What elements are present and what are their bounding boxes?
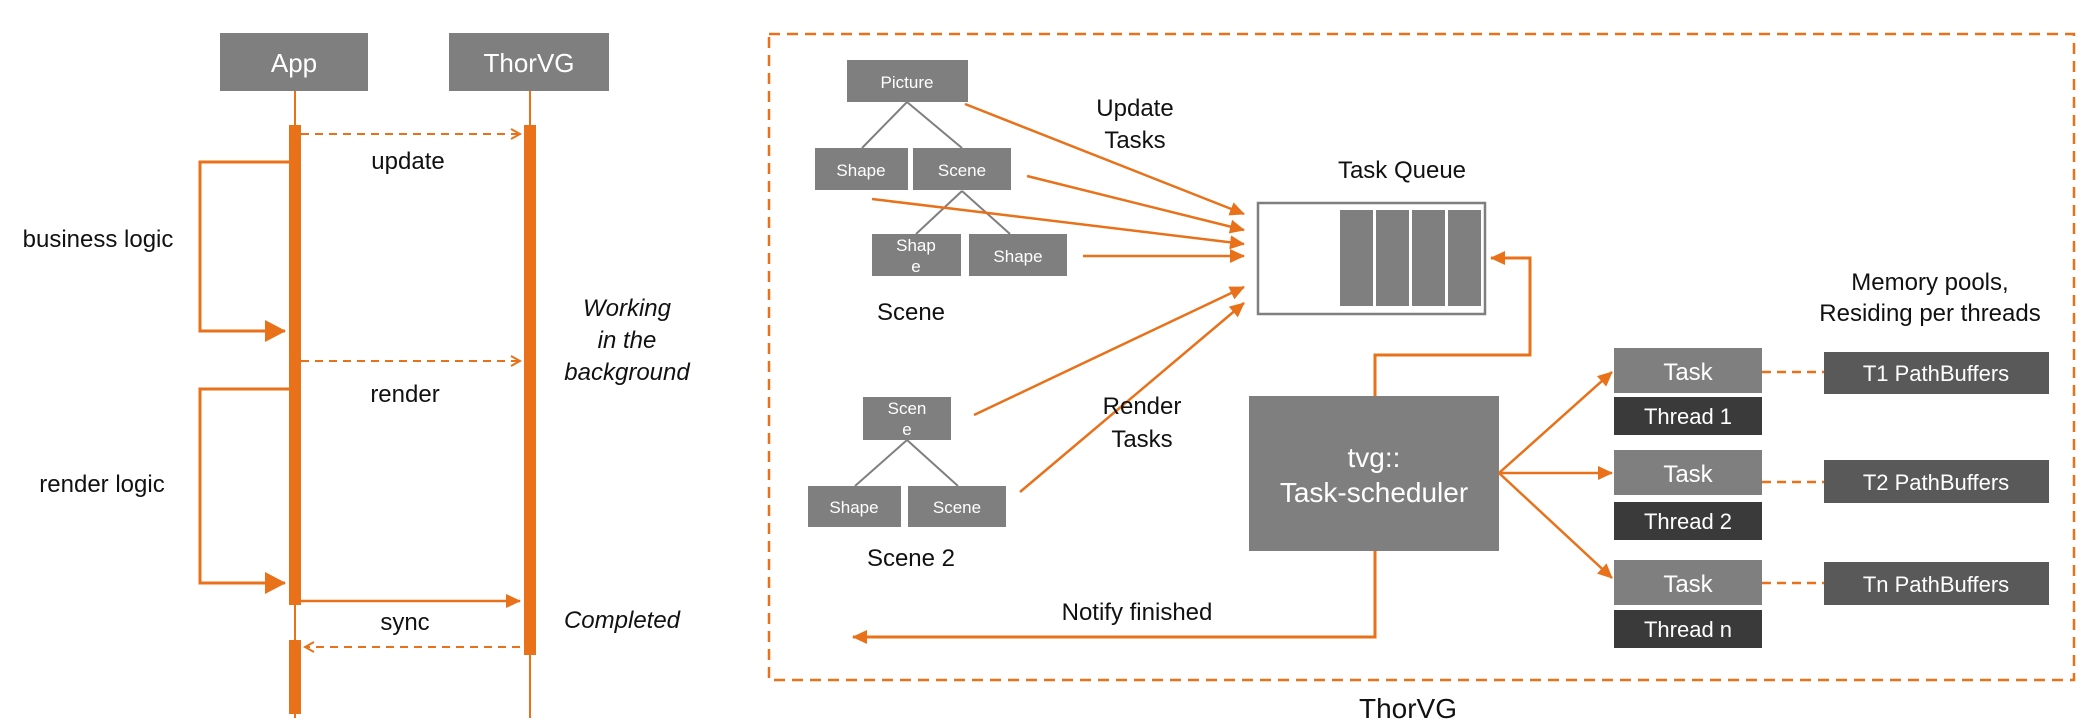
scene-tree-shape-2-label-line1: Shap: [896, 236, 936, 255]
scene-caption: Scene: [877, 299, 945, 326]
thorvg-boundary-label: ThorVG: [1359, 693, 1457, 724]
render-logic-loop: [198, 387, 289, 594]
scene-tree-shape-label: Shape: [836, 161, 885, 180]
task-scheduler-label-line1: tvg::: [1348, 442, 1401, 473]
worker-task-box: [1614, 450, 1762, 495]
app-participant-label: App: [271, 48, 317, 78]
worker-thread-label: Thread 2: [1644, 509, 1732, 534]
memory-pools-label-line1: Memory pools,: [1851, 269, 2008, 296]
scene-tree-picture-label: Picture: [881, 73, 934, 92]
render-tasks-label-line2: Tasks: [1111, 426, 1172, 453]
scene2-root-label-line1: Scen: [888, 399, 927, 418]
scene-tree-shape-node: [815, 148, 908, 190]
render-message-label: render: [370, 381, 439, 408]
thorvg-participant-box: [449, 33, 609, 91]
worker-task-label: Task: [1663, 359, 1713, 386]
scheduler-dispatch-arrows: [1498, 371, 1613, 579]
task-scheduler-box: [1249, 396, 1499, 551]
worker-n: Task Thread n Tn PathBuffers: [1614, 560, 2049, 648]
worker-1: Task Thread 1 T1 PathBuffers: [1614, 348, 2049, 435]
scene2-scene-label: Scene: [933, 498, 981, 517]
notify-finished-arrow: [852, 551, 1377, 644]
scheduler-to-queue-arrow: [1373, 251, 1532, 396]
update-task-arrows: [871, 102, 1245, 263]
worker-thread-box: [1614, 610, 1762, 648]
sequence-diagram: App ThorVG update business logic render …: [23, 33, 690, 718]
working-label-line2: in the: [598, 327, 657, 354]
path-buffer-label: T1 PathBuffers: [1863, 361, 2009, 386]
scene2-shape-label: Shape: [829, 498, 878, 517]
update-tasks-label-line1: Update: [1096, 95, 1173, 122]
completed-label: Completed: [564, 607, 681, 634]
memory-pools-label-line2: Residing per threads: [1819, 300, 2040, 327]
working-label-line1: Working: [583, 295, 672, 322]
update-tasks-label-line2: Tasks: [1104, 127, 1165, 154]
worker-task-box: [1614, 348, 1762, 393]
notify-finished-label: Notify finished: [1062, 599, 1213, 626]
path-buffer-label: T2 PathBuffers: [1863, 470, 2009, 495]
worker-task-box: [1614, 560, 1762, 605]
render-logic-label: render logic: [39, 471, 164, 498]
worker-task-label: Task: [1663, 461, 1713, 488]
app-activation-bar-2: [289, 640, 301, 714]
task-queue-slot: [1340, 210, 1373, 306]
scene2-root-label-line2: e: [902, 420, 911, 439]
thorvg-boundary: [767, 32, 2076, 682]
task-queue-slot: [1376, 210, 1409, 306]
app-activation-bar: [289, 125, 301, 605]
worker-2: Task Thread 2 T2 PathBuffers: [1614, 450, 2049, 540]
scene2-tree-connectors: [854, 439, 959, 487]
scene-tree-connectors: [861, 101, 1011, 235]
path-buffer-box: [1824, 352, 2049, 394]
worker-thread-label: Thread n: [1644, 617, 1732, 642]
working-label-line3: background: [564, 359, 690, 386]
scene-tree-shape-node-3: [969, 234, 1067, 276]
render-task-arrows: [973, 285, 1245, 493]
scene2-shape-node: [808, 486, 901, 527]
scene-tree-shape-3-label: Shape: [993, 247, 1042, 266]
worker-thread-box: [1614, 397, 1762, 435]
thorvg-activation-bar: [524, 125, 536, 655]
update-message-label: update: [371, 148, 444, 175]
path-buffer-box: [1824, 562, 2049, 605]
thorvg-participant-label: ThorVG: [483, 48, 574, 78]
scene2-scene-node: [908, 486, 1006, 527]
task-queue-slot: [1448, 210, 1481, 306]
business-logic-loop: [198, 160, 289, 342]
scene-tree-shape-node-2: [872, 234, 961, 276]
task-scheduler-label-line2: Task-scheduler: [1280, 477, 1468, 508]
worker-thread-box: [1614, 502, 1762, 540]
scene2-root-node: [863, 397, 951, 440]
render-tasks-label-line1: Render: [1103, 393, 1182, 420]
worker-thread-label: Thread 1: [1644, 404, 1732, 429]
sync-message-label: sync: [380, 609, 429, 636]
scene-tree-picture-node: [847, 60, 968, 102]
scene-tree-shape-2-label-line2: e: [911, 257, 920, 276]
task-queue-slot: [1412, 210, 1445, 306]
architecture-diagram: ThorVG Picture Shape Scene Shap e Shape …: [767, 32, 2076, 724]
business-logic-label: business logic: [23, 226, 174, 253]
scene-tree-scene-node: [913, 148, 1011, 190]
scene-tree-scene-label: Scene: [938, 161, 986, 180]
worker-task-label: Task: [1663, 571, 1713, 598]
app-participant-box: [220, 33, 368, 91]
scene2-caption: Scene 2: [867, 545, 955, 572]
path-buffer-label: Tn PathBuffers: [1863, 572, 2009, 597]
task-queue-label: Task Queue: [1338, 157, 1466, 184]
path-buffer-box: [1824, 460, 2049, 503]
